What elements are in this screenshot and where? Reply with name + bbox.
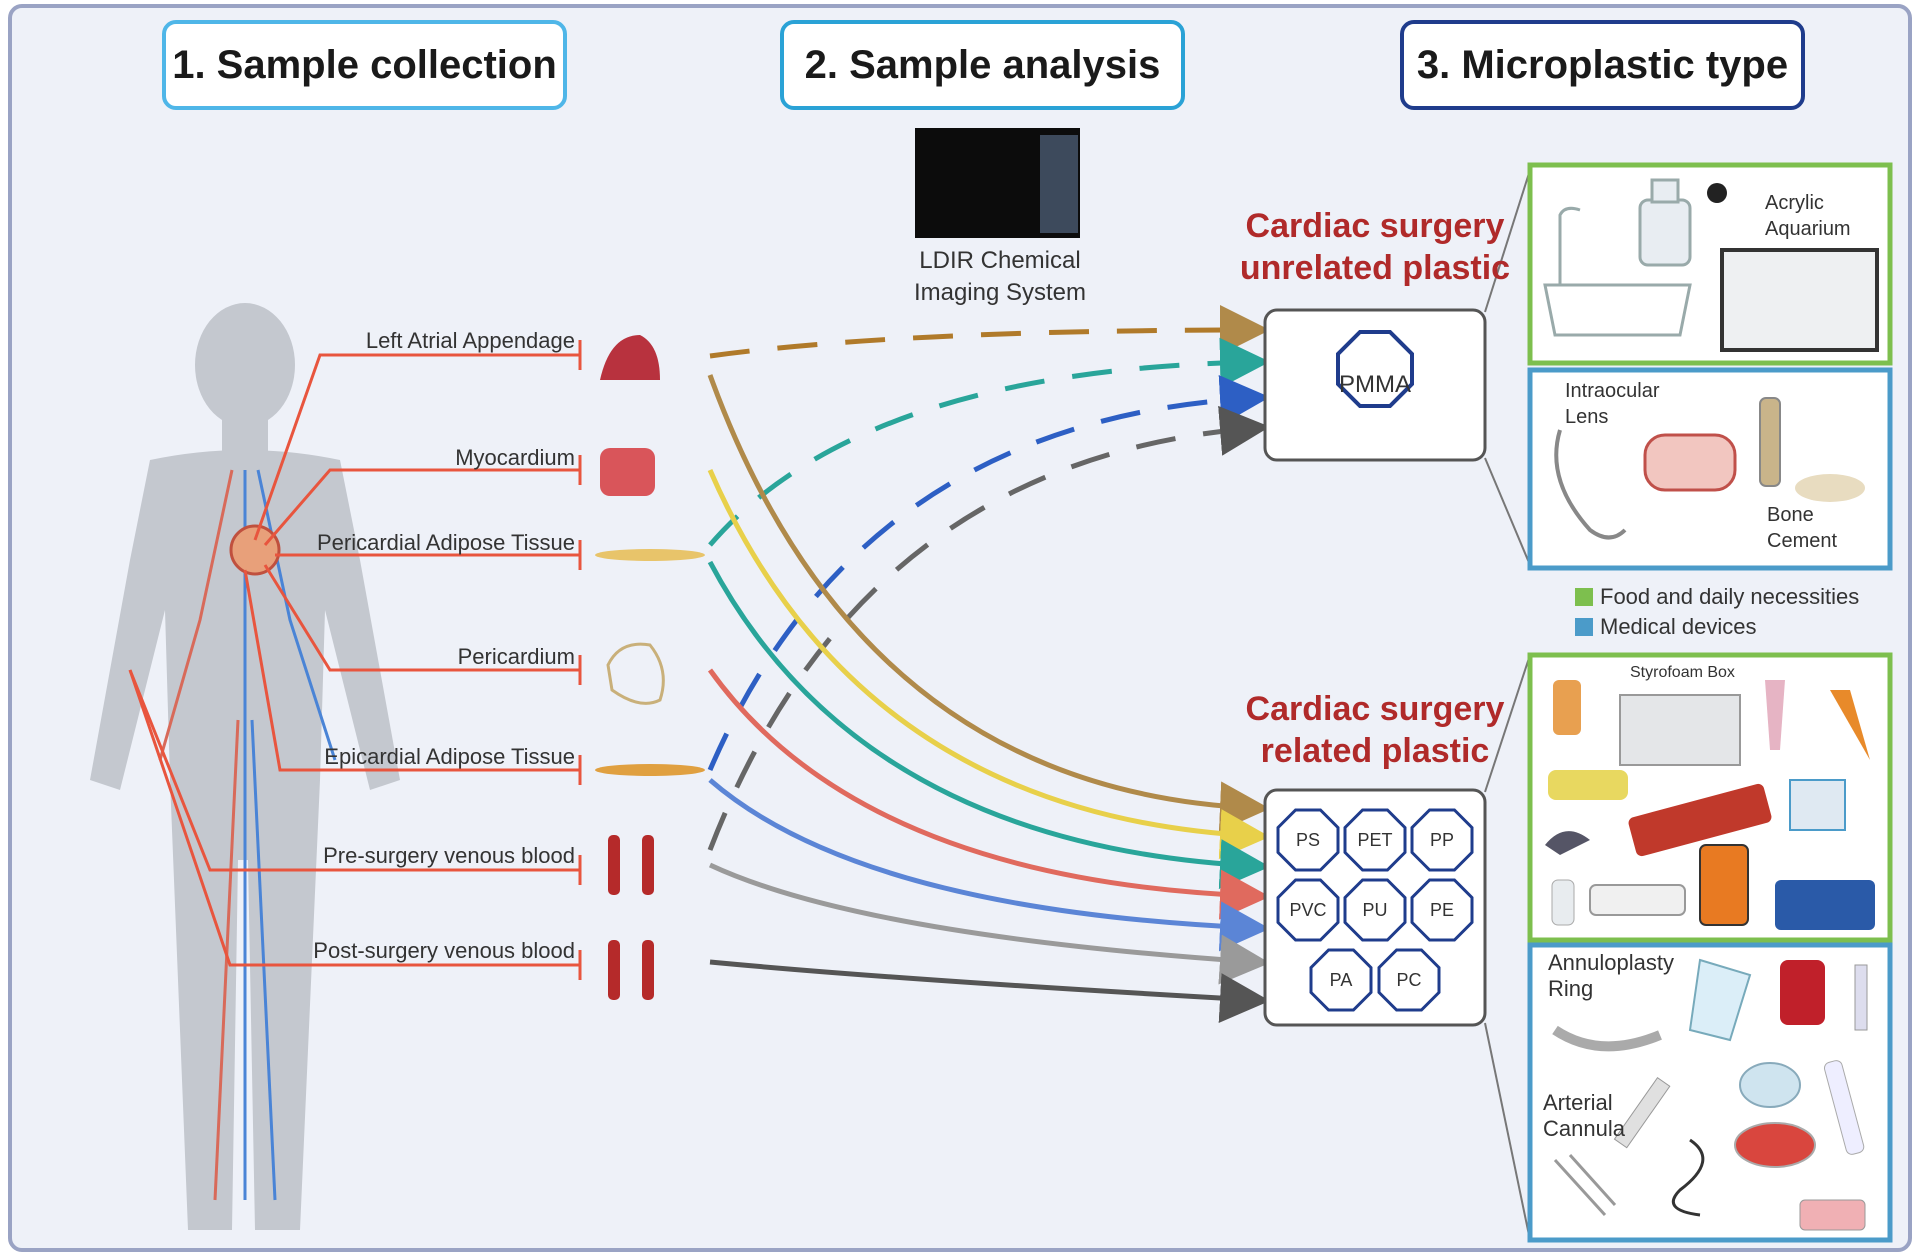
cap-icon — [1545, 831, 1590, 855]
legend-label-medical: Medical devices — [1600, 614, 1757, 639]
polymer-octagon-pvc — [1276, 878, 1340, 942]
polymer-label-pp: PP — [1429, 830, 1454, 850]
panel-connector-lines — [1484, 169, 1531, 1241]
squid-icon — [1765, 680, 1785, 750]
polymer-octagon-ps — [1276, 808, 1340, 872]
bone-cement-tube-icon — [1759, 397, 1781, 487]
polymer-label-pe: PE — [1429, 900, 1454, 920]
culture-flask-icon — [1799, 1199, 1866, 1231]
polymer-label-pu: PU — [1362, 900, 1388, 920]
dashed-arrows-to-pmma — [707, 305, 1270, 851]
intraocular-lens-icon — [1554, 429, 1627, 540]
medical-panel-unrelated — [1527, 367, 1893, 571]
label-acrylic-aquarium: Acrylic Aquarium — [1765, 192, 1851, 240]
polymer-octagon-pet — [1343, 808, 1407, 872]
pericardium-icon — [606, 642, 665, 705]
baby-bottle-icon — [1551, 879, 1575, 926]
sponge-icon — [1548, 770, 1628, 800]
header-sample-analysis: 2. Sample analysis — [780, 20, 1185, 110]
label-bone-cement: Bone Cement — [1767, 504, 1838, 552]
header-microplastic-type: 3. Microplastic type — [1400, 20, 1805, 110]
left-atrial-appendage-icon — [600, 335, 660, 380]
sample-label-pre-surgery-blood: Pre-surgery venous blood — [323, 843, 575, 868]
petri-dish-icon — [1734, 1122, 1816, 1168]
polymer-label-ps: PS — [1295, 830, 1320, 850]
polymer-octagon-pp — [1410, 808, 1474, 872]
legend-item-medical: Medical devices — [1600, 614, 1757, 640]
polymer-octagon-pu — [1343, 878, 1407, 942]
test-tube-icon — [1823, 1060, 1865, 1155]
pre-surgery-blood-tubes-icon — [608, 835, 654, 895]
vessel-lines — [158, 469, 337, 1201]
catheter-icon — [1671, 1138, 1705, 1217]
heart-icon — [229, 524, 281, 576]
polymer-label-pet: PET — [1357, 830, 1393, 850]
bottle-cap-icon — [1707, 183, 1727, 203]
polymer-octagon-pe — [1410, 878, 1474, 942]
sample-label-epicardial-adipose-tissue: Epicardial Adipose Tissue — [324, 744, 575, 769]
yogurt-cup-icon — [1789, 779, 1846, 831]
arterial-cannula-icon — [1613, 1076, 1671, 1149]
post-surgery-blood-tubes-icon — [608, 940, 654, 1000]
label-arterial-cannula: Arterial Cannula — [1543, 1090, 1625, 1141]
myocardium-icon — [600, 448, 655, 496]
polymer-label-pc: PC — [1396, 970, 1422, 990]
legend-label-food: Food and daily necessities — [1600, 584, 1860, 609]
sample-label-post-surgery-blood: Post-surgery venous blood — [313, 938, 575, 963]
carrot-icon — [1830, 690, 1870, 760]
aquarium-icon — [1720, 248, 1879, 352]
epicardial-adipose-tissue-icon — [595, 764, 705, 776]
bank-card-icon — [1775, 880, 1875, 930]
solid-arrows-to-related — [707, 374, 1270, 1023]
snack-bag-icon — [1628, 783, 1772, 857]
sample-label-pericardial-adipose-tissue: Pericardial Adipose Tissue — [316, 530, 575, 555]
polymer-octagon-pa — [1309, 948, 1373, 1012]
sample-label-left-atrial-appendage: Left Atrial Appendage — [365, 328, 575, 353]
sample-label-pericardium: Pericardium — [457, 644, 575, 669]
dentures-icon — [1643, 433, 1737, 492]
ldir-instrument-image — [915, 128, 1080, 238]
instrument-label: LDIR Chemical Imaging System — [913, 247, 1087, 306]
header-sample-collection: 1. Sample collection — [162, 20, 567, 110]
related-polymer-octagons — [1276, 808, 1474, 1012]
forceps-icon — [1553, 1153, 1617, 1217]
syringe-icon — [1854, 964, 1868, 1031]
label-intraocular-lens: Intraocular Lens — [1565, 380, 1660, 428]
bottle-icon — [1553, 680, 1581, 735]
pmma-polymer-octagon — [1336, 330, 1414, 408]
handheld-device-icon — [1699, 844, 1749, 926]
iv-bag-icon — [1688, 958, 1752, 1042]
spray-bottle-icon — [1638, 178, 1692, 267]
bone-cement-powder-icon — [1795, 474, 1865, 502]
legend-swatch-medical — [1575, 618, 1593, 636]
sample-label-myocardium: Myocardium — [455, 445, 575, 470]
label-annuloplasty-ring: Annuloplasty Ring — [1548, 950, 1674, 1001]
pericardial-adipose-tissue-icon — [595, 549, 705, 561]
annuloplasty-ring-icon — [1552, 1025, 1662, 1052]
legend-swatch-food — [1575, 588, 1593, 606]
mask-icon — [1739, 1062, 1801, 1108]
pmma-label: PMMA — [1339, 371, 1411, 398]
label-styrofoam-box: Styrofoam Box — [1630, 664, 1735, 681]
polymer-label-pa: PA — [1329, 970, 1353, 990]
blood-bag-icon — [1780, 960, 1825, 1025]
category-unrelated-plastic: Cardiac surgery unrelated plastic — [1239, 207, 1511, 287]
bathtub-icon — [1543, 206, 1692, 337]
legend-item-food: Food and daily necessities — [1600, 584, 1859, 610]
air-conditioner-icon — [1589, 884, 1686, 916]
polymer-label-pvc: PVC — [1289, 900, 1327, 920]
polymer-octagon-pc — [1377, 948, 1441, 1012]
category-related-plastic: Cardiac surgery related plastic — [1245, 690, 1505, 770]
sample-connector-lines — [128, 340, 582, 980]
styrofoam-box-icon — [1619, 694, 1741, 766]
